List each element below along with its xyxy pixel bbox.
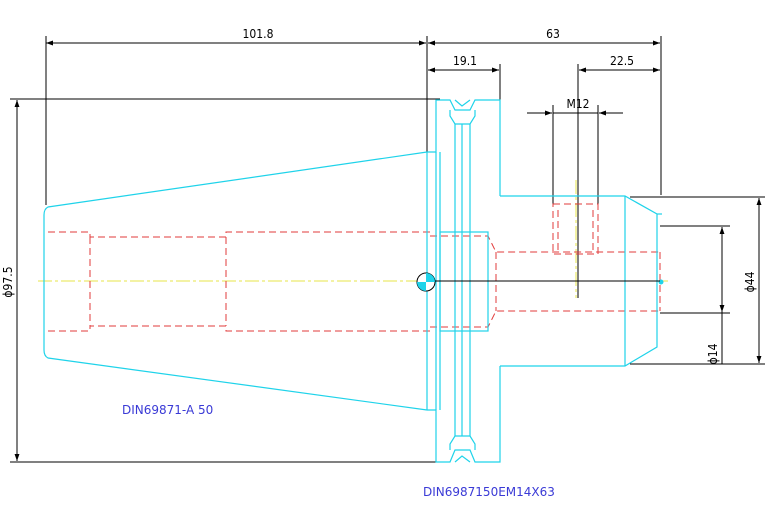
- dim-text-44: ϕ44: [743, 271, 757, 292]
- end-point-icon: [658, 279, 664, 285]
- dimension-lines: [14, 40, 762, 461]
- dim-text-97-5: ϕ97.5: [1, 266, 15, 297]
- hidden-lines: [48, 203, 661, 332]
- origin-marker-icon: [416, 272, 436, 292]
- dim-text-22-5: 22.5: [610, 54, 634, 68]
- dim-text-19-1: 19.1: [453, 54, 477, 68]
- centerlines: [38, 180, 668, 298]
- flange-body: [427, 99, 501, 196]
- taper-shank: [43, 151, 428, 411]
- dim-text-m12: M12: [566, 97, 589, 111]
- dim-text-14: ϕ14: [706, 343, 720, 364]
- taper-spec-label: DIN69871-A 50: [122, 403, 213, 417]
- dim-text-63: 63: [546, 27, 560, 41]
- dim-text-101-8: 101.8: [243, 27, 274, 41]
- extension-lines: [10, 36, 765, 463]
- holder-spec-label: DIN6987150EM14X63: [423, 485, 555, 499]
